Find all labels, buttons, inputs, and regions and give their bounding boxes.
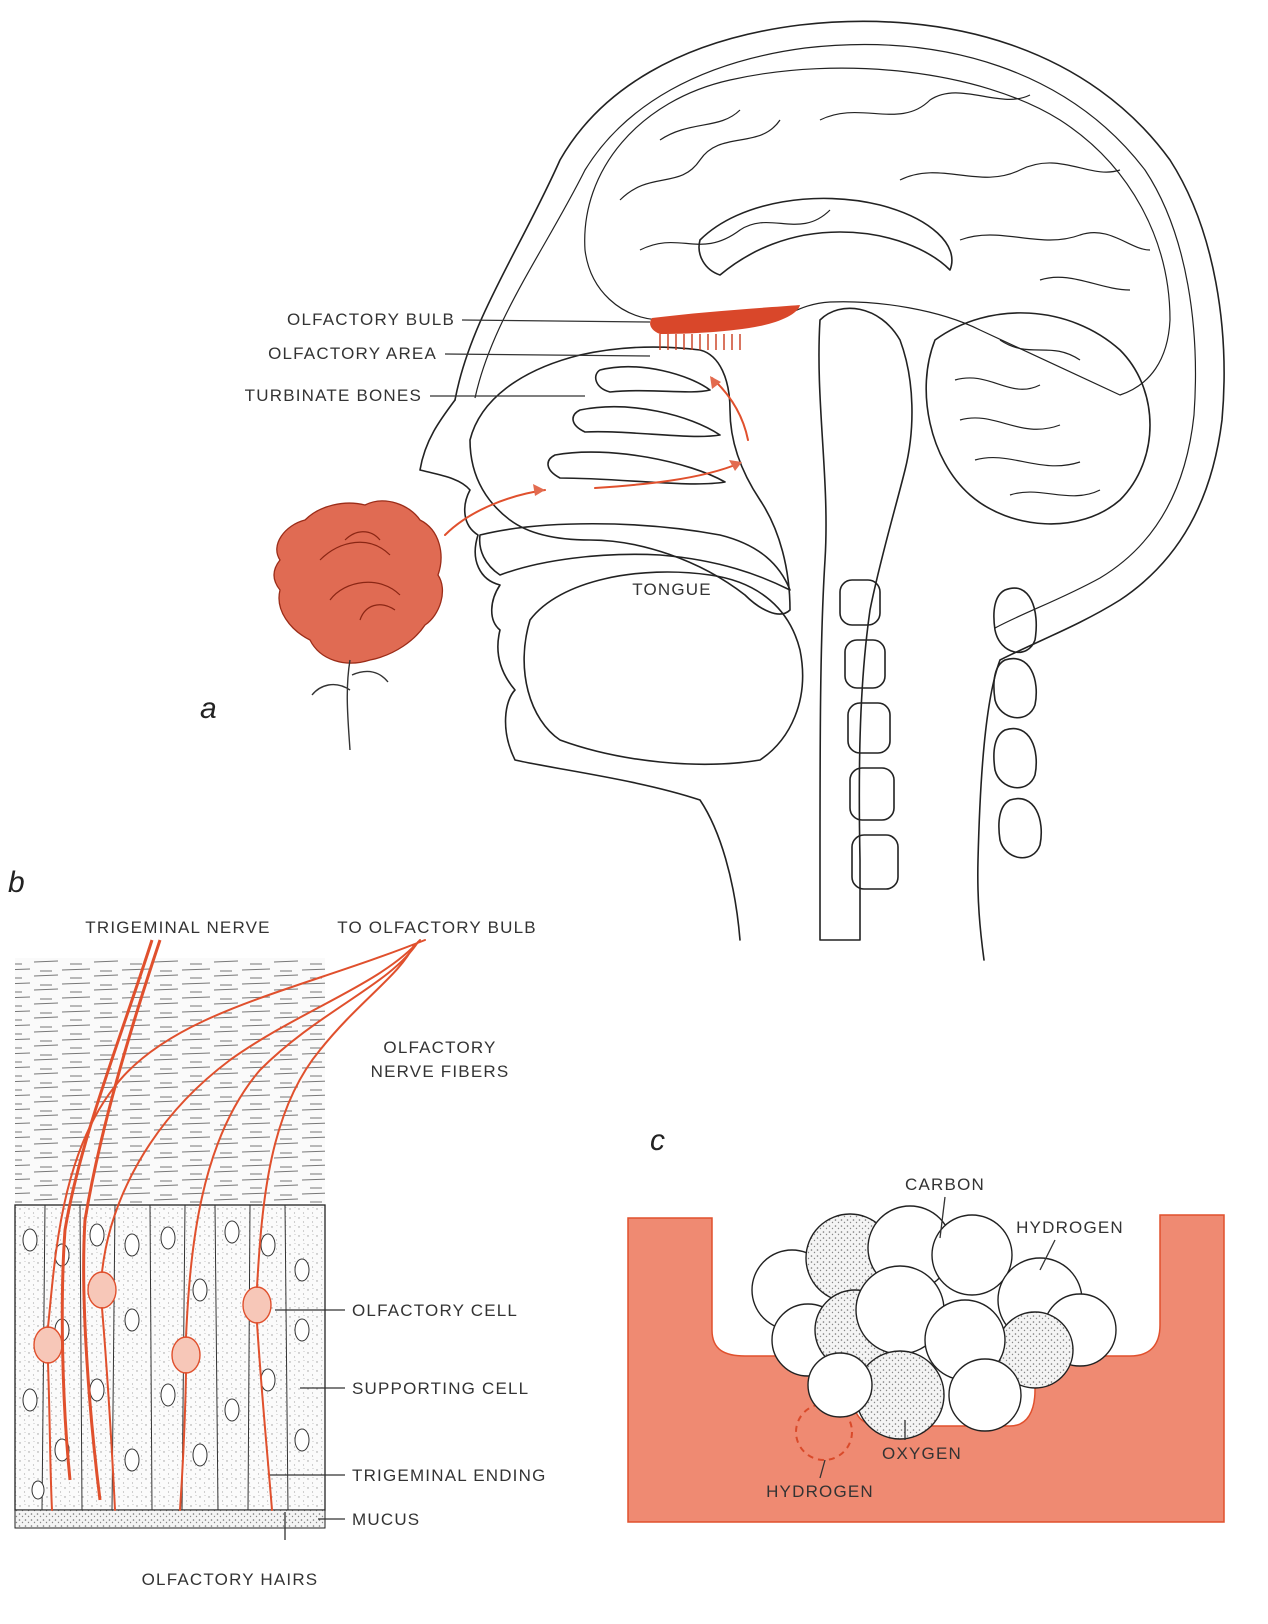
label-olfactory-nerve-fibers-1: OLFACTORY [383, 1038, 496, 1057]
leader-olfactory-area [445, 354, 650, 356]
label-trigeminal-ending: TRIGEMINAL ENDING [352, 1466, 547, 1485]
gyri [620, 93, 1150, 290]
mucus-layer [15, 1510, 325, 1528]
leader-olfactory-bulb [462, 320, 650, 322]
face-profile [420, 400, 740, 940]
label-olfactory-cell: OLFACTORY CELL [352, 1301, 518, 1320]
panel-a-labels: a OLFACTORY BULB OLFACTORY AREA TURBINAT… [200, 310, 712, 725]
label-carbon: CARBON [905, 1175, 985, 1194]
connective-tissue [15, 958, 325, 1203]
label-hydrogen-top: HYDROGEN [1016, 1218, 1124, 1237]
label-hydrogen-bottom: HYDROGEN [766, 1482, 874, 1501]
rose-illustration [274, 501, 442, 750]
vertebrae [840, 580, 1041, 889]
olfactory-bulb-shape [650, 305, 800, 334]
label-olfactory-hairs: OLFACTORY HAIRS [142, 1570, 319, 1589]
head-section [274, 21, 1224, 960]
label-turbinate-bones: TURBINATE BONES [245, 386, 422, 405]
label-olfactory-area: OLFACTORY AREA [268, 344, 437, 363]
airflow-arrows [445, 376, 748, 535]
panel-a-letter: a [200, 692, 217, 725]
panel-c-letter: c [650, 1124, 665, 1157]
label-tongue: TONGUE [632, 580, 712, 599]
panel-c: c CARBON HYDROGEN OXYGEN HYD [628, 1124, 1224, 1522]
cerebellum [926, 313, 1150, 524]
label-olfactory-bulb: OLFACTORY BULB [287, 310, 455, 329]
skull-outline [455, 21, 1224, 960]
panel-b-letter: b [8, 866, 25, 899]
tongue-shape [524, 572, 802, 764]
panel-b: b TRIGEMINAL NERVE TO OLFACTORY BULB [8, 866, 547, 1589]
label-supporting-cell: SUPPORTING CELL [352, 1379, 529, 1398]
label-to-olfactory-bulb: TO OLFACTORY BULB [337, 918, 537, 937]
corpus-callosum [699, 198, 952, 275]
turbinate-shapes [548, 367, 725, 484]
cerebrum [585, 68, 1170, 395]
label-oxygen: OXYGEN [882, 1444, 962, 1463]
label-mucus: MUCUS [352, 1510, 420, 1529]
label-trigeminal-nerve: TRIGEMINAL NERVE [85, 918, 270, 937]
label-olfactory-nerve-fibers-2: NERVE FIBERS [371, 1062, 510, 1081]
